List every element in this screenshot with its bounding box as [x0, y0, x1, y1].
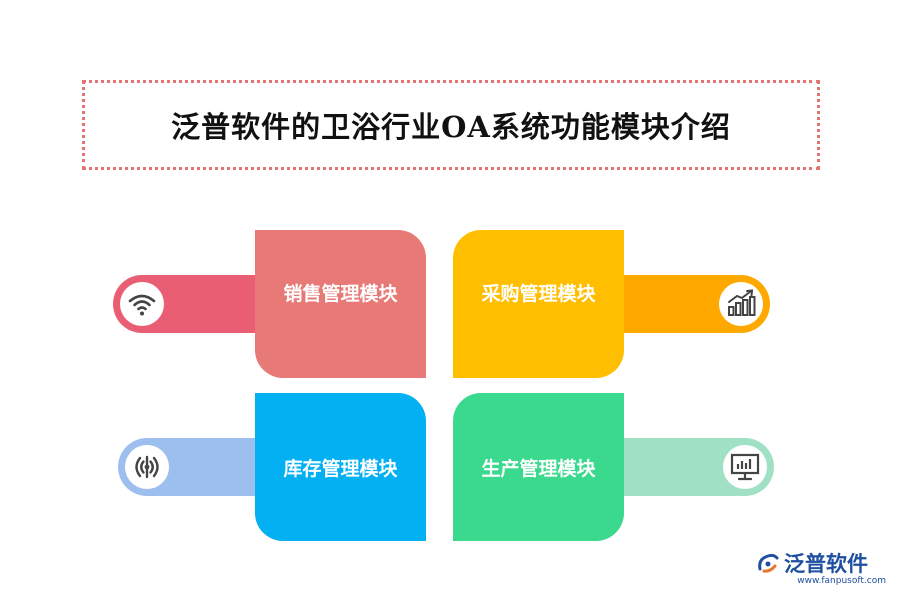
brand-url: www.fanpusoft.com	[797, 576, 886, 586]
brand-logo: 泛普软件 www.fanpusoft.com	[756, 548, 886, 592]
inventory-module-label: 库存管理模块	[283, 457, 398, 480]
brand-name: 泛普软件	[784, 552, 868, 576]
inventory-module-card: 库存管理模块	[255, 393, 426, 541]
purchase-module-label: 采购管理模块	[481, 282, 596, 305]
sales-module-label: 销售管理模块	[283, 282, 398, 305]
wifi-icon	[120, 282, 164, 326]
page-title: 泛普软件的卫浴行业OA系统功能模块介绍	[171, 110, 731, 144]
sales-pill	[113, 275, 283, 333]
growth-chart-icon	[719, 282, 763, 326]
production-module-label: 生产管理模块	[481, 457, 596, 480]
signal-broadcast-icon	[125, 445, 169, 489]
purchase-module-card: 采购管理模块	[453, 230, 624, 378]
sales-module-card: 销售管理模块	[255, 230, 426, 378]
production-module-card: 生产管理模块	[453, 393, 624, 541]
production-pill	[598, 438, 774, 496]
purchase-pill	[598, 275, 770, 333]
monitor-chart-icon	[723, 445, 767, 489]
title-frame: 泛普软件的卫浴行业OA系统功能模块介绍	[82, 80, 820, 170]
fanpu-logo-icon	[758, 553, 779, 573]
